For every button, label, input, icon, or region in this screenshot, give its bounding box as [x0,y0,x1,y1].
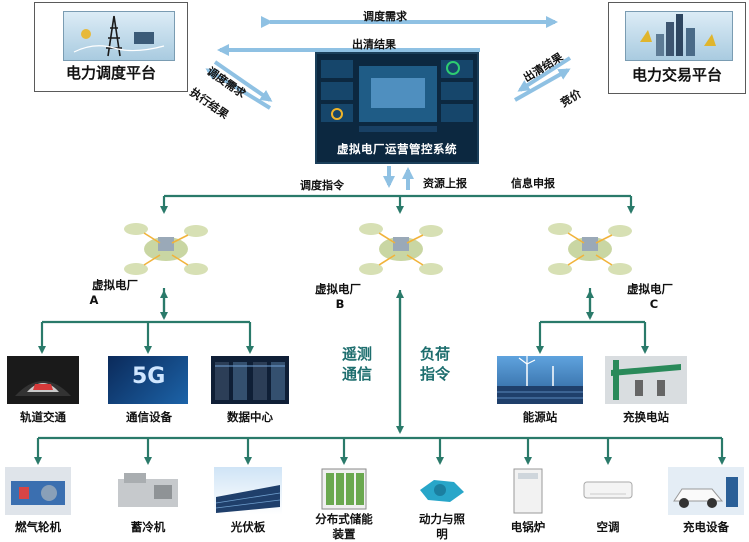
telecom-caption: 通信设备 [126,410,172,424]
label-clearing-result-top: 出清结果 [352,38,396,51]
air-conditioner-image [582,476,634,506]
electric-boiler-image [508,467,548,515]
pv-panel-caption: 光伏板 [230,520,266,534]
vpp-a-name: 虚拟电厂 [92,278,138,292]
dispatch-platform: 电力调度平台 [34,2,188,92]
dashboard-screen-icon [321,60,473,132]
power-lighting-caption: 动力与照 明 [419,512,465,541]
label-load-cmd: 负荷 指令 [420,345,451,383]
city-skyline-icon [625,11,733,61]
energy-station-caption: 能源站 [522,410,558,424]
gas-turbine-image [5,467,71,515]
label-resource-report: 资源上报 [423,177,467,190]
pv-panel-image [214,467,282,515]
air-conditioner-caption: 空调 [596,520,620,534]
rail-transit-caption: 轨道交通 [20,410,66,424]
label-dispatch-demand-top: 调度需求 [363,10,407,23]
storage-image [318,467,370,511]
flow-arrow-left-up [205,68,272,110]
power-tower-icon [63,11,175,61]
flow-arrow-right-up [514,68,571,102]
label-info-report: 信息申报 [511,177,555,190]
trading-platform-title: 电力交易平台 [631,66,722,84]
vpp-c-letter: C [649,297,659,311]
flow-arrow-right-down [517,56,572,92]
charging-station-caption: 充换电站 [623,410,669,424]
datacenter-image [211,356,289,404]
electric-boiler-caption: 电锅炉 [510,520,546,534]
virtual-plant-icon [544,213,636,285]
charging-station-image [605,356,687,404]
vpp-management-system: 虚拟电厂运营管控系统 [315,52,479,164]
vpp-c-name: 虚拟电厂 [627,282,673,296]
virtual-plant-icon [355,213,447,285]
label-dispatch-cmd: 调度指令 [300,179,344,192]
flow-arrow-left-down [213,60,273,102]
gas-turbine-caption: 燃气轮机 [15,520,61,534]
energy-station-image [497,356,583,404]
telecom-image: 5G [108,356,188,404]
power-lighting-image [414,470,470,510]
virtual-plant-icon [120,213,212,285]
charging-equipment-image [668,467,744,515]
chiller-image [114,467,182,515]
system-title: 虚拟电厂运营管控系统 [337,142,457,156]
dispatch-platform-title: 电力调度平台 [65,64,156,82]
vpp-a-letter: A [89,293,99,307]
storage-caption: 分布式储能 装置 [315,512,373,541]
rail-transit-image [7,356,79,404]
trading-platform: 电力交易平台 [608,2,746,94]
telecom-5g-text: 5G [132,364,166,389]
charging-equipment-caption: 充电设备 [683,520,729,534]
chiller-caption: 蓄冷机 [130,520,166,534]
datacenter-caption: 数据中心 [227,410,273,424]
label-telemetry: 遥测 通信 [342,345,373,383]
vpp-b-name: 虚拟电厂 [315,282,361,296]
vpp-b-letter: B [335,297,345,311]
